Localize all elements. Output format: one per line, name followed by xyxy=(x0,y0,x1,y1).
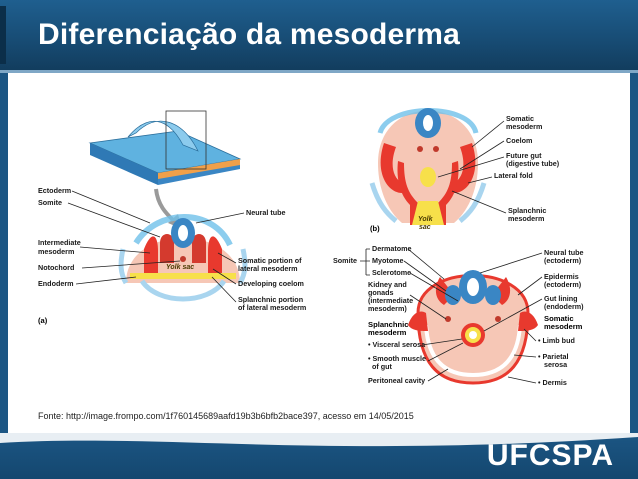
label-epidermis-1: Epidermis xyxy=(544,272,579,281)
label-splanchnic-portion-1: Splanchnic portion xyxy=(238,295,303,304)
yolk-label-b-1: Yolk xyxy=(418,216,434,223)
leader-coelom-b xyxy=(459,140,505,170)
title-bar-accent xyxy=(0,6,6,64)
label-somite-a: Somite xyxy=(38,198,62,207)
label-ectoderm: Ectoderm xyxy=(38,186,71,195)
embryo-3d-block xyxy=(88,110,242,185)
label-gut-lining-1: Gut lining xyxy=(544,294,578,303)
leader-ectoderm xyxy=(71,190,151,224)
leader-somatic-b xyxy=(471,120,505,148)
label-splanchnic-b-2: mesoderm xyxy=(508,214,544,223)
label-sclerotome: Sclerotome xyxy=(372,268,411,277)
label-splanchnic-c-2: mesoderm xyxy=(368,328,407,337)
label-smooth-muscle-1: • Smooth muscle xyxy=(368,354,426,363)
leader-gut-lining xyxy=(483,298,543,332)
leader-splanchnic-b xyxy=(451,190,507,214)
leader-coelom xyxy=(212,268,237,285)
label-neural-tube-a: Neural tube xyxy=(246,208,286,217)
label-parietal-serosa-1: • Parietal xyxy=(538,352,568,361)
label-dermis: • Dermis xyxy=(538,378,567,387)
leader-sclerotome xyxy=(409,272,459,302)
label-parietal-serosa-2: serosa xyxy=(544,360,568,369)
label-neural-tube-c-1: Neural tube xyxy=(544,248,584,257)
label-future-gut-2: (digestive tube) xyxy=(506,159,560,168)
leader-endoderm xyxy=(75,276,137,285)
leader-dermis xyxy=(507,376,537,384)
somite-bracket xyxy=(360,248,370,276)
label-somite-c: Somite xyxy=(333,256,357,265)
label-somatic-portion-2: lateral mesoderm xyxy=(238,264,298,273)
leader-somite-a xyxy=(67,202,161,238)
slide-title: Diferenciação da mesoderma xyxy=(38,18,461,51)
label-developing-coelom: Developing coelom xyxy=(238,279,304,288)
label-splanchnic-portion-2: of lateral mesoderm xyxy=(238,303,306,312)
panel-a: Yolk sac Ectoderm Somite Intermediate me… xyxy=(38,110,306,325)
label-splanchnic-c-1: Splanchnic xyxy=(368,320,409,329)
label-somatic-c-1: Somatic xyxy=(544,314,574,323)
label-somatic-portion-1: Somatic portion of xyxy=(238,256,302,265)
right-frame xyxy=(630,73,638,433)
label-kidney-2: gonads xyxy=(368,288,394,297)
cross-section-a: Yolk sac xyxy=(118,214,248,302)
label-dermatome: Dermatome xyxy=(372,244,412,253)
leader-epidermis xyxy=(517,276,543,296)
label-future-gut-1: Future gut xyxy=(506,151,542,160)
label-kidney-3: (intermediate xyxy=(368,296,413,305)
mesoderm-diagram: Yolk sac Ectoderm Somite Intermediate me… xyxy=(38,108,584,387)
label-coelom-b: Coelom xyxy=(506,136,532,145)
leader-neural-tube-a xyxy=(195,212,245,224)
label-visceral-serosa: • Visceral serosa xyxy=(368,340,426,349)
source-note: Fonte: http://image.frompo.com/1f7601456… xyxy=(38,411,414,421)
ufcspa-logo: UFCSPA xyxy=(486,439,614,472)
leader-somatic-portion xyxy=(217,252,237,264)
leader-smooth-muscle xyxy=(427,342,464,362)
panel-b: Yolk sac (b) Somatic mesoderm Coelom Fut… xyxy=(369,108,560,233)
leader-visceral-serosa xyxy=(421,338,463,346)
leader-lateral-fold xyxy=(467,176,493,184)
label-notochord: Notochord xyxy=(38,263,74,272)
leader-myotome xyxy=(403,260,447,292)
label-endoderm: Endoderm xyxy=(38,279,74,288)
label-neural-tube-c-2: (ectoderm) xyxy=(544,256,582,265)
label-somatic-c-2: mesoderm xyxy=(544,322,583,331)
panel-c: Somite Dermatome Myotome Sclerotome Kidn… xyxy=(333,244,584,387)
leader-kidney xyxy=(409,294,447,320)
label-limb-bud: • Limb bud xyxy=(538,336,575,345)
yolk-label-a: Yolk sac xyxy=(166,264,194,271)
footer-bar xyxy=(0,433,638,479)
label-somatic-mesoderm-b-1: Somatic xyxy=(506,114,534,123)
leader-notochord xyxy=(81,260,181,269)
leader-limb-bud xyxy=(523,328,537,342)
label-intermediate-b: mesoderm xyxy=(38,247,74,256)
leader-parietal xyxy=(513,354,537,358)
cross-section-c xyxy=(408,270,538,385)
label-kidney-1: Kidney and xyxy=(368,280,407,289)
left-frame xyxy=(0,73,8,433)
leader-dermatome xyxy=(407,248,445,280)
label-lateral-fold: Lateral fold xyxy=(494,171,533,180)
label-peritoneal-cavity: Peritoneal cavity xyxy=(368,376,425,385)
label-epidermis-2: (ectoderm) xyxy=(544,280,582,289)
label-gut-lining-2: (endoderm) xyxy=(544,302,584,311)
leader-intermediate xyxy=(79,246,151,254)
yolk-label-b-2: sac xyxy=(419,224,431,231)
label-somatic-mesoderm-b-2: mesoderm xyxy=(506,122,542,131)
leader-peritoneal xyxy=(427,368,449,382)
panel-label-b: (b) xyxy=(370,224,380,233)
leader-future-gut xyxy=(437,156,505,178)
label-kidney-4: mesoderm) xyxy=(368,304,407,313)
header-rule xyxy=(0,70,638,73)
title-bar xyxy=(0,0,638,70)
footer-swoosh xyxy=(0,433,638,447)
label-smooth-muscle-2: of gut xyxy=(372,362,393,371)
cross-section-b: Yolk sac xyxy=(369,108,487,231)
leader-neural-tube-c xyxy=(479,252,543,274)
panel-label-a: (a) xyxy=(38,316,48,325)
label-myotome: Myotome xyxy=(372,256,404,265)
leader-splanchnic-portion xyxy=(211,276,237,303)
slide-content: Yolk sac Ectoderm Somite Intermediate me… xyxy=(8,73,630,433)
label-intermediate-a: Intermediate xyxy=(38,238,81,247)
label-splanchnic-b-1: Splanchnic xyxy=(508,206,546,215)
